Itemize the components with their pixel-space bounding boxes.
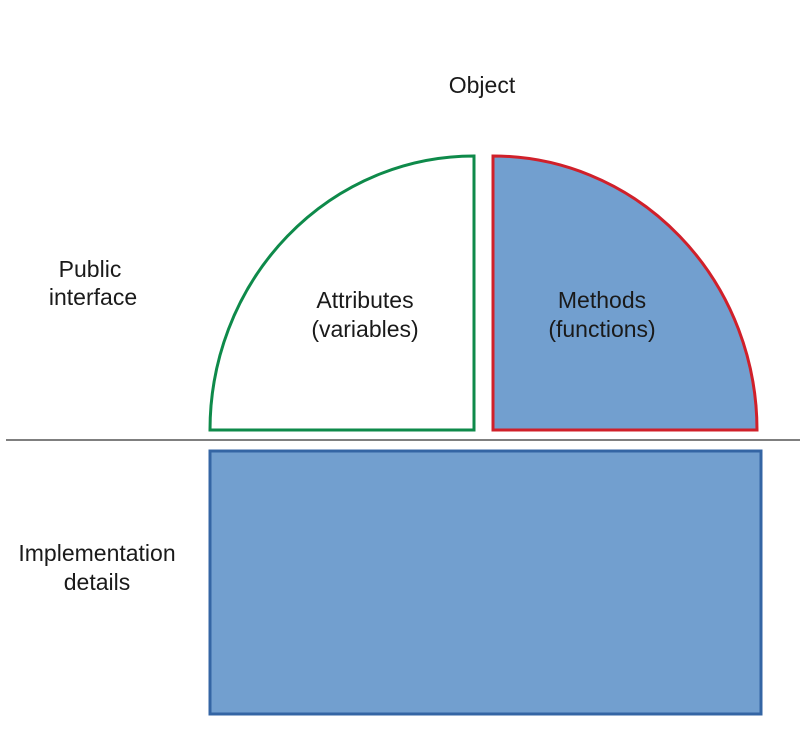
implementation-block — [208, 449, 763, 716]
public-interface-label-line2: interface — [49, 284, 137, 310]
public-interface-label-line1: Public — [59, 256, 122, 282]
implementation-details-label-line1: Implementation — [18, 540, 175, 566]
attributes-label-line1: Attributes — [316, 287, 413, 313]
methods-label-line1: Methods — [558, 287, 646, 313]
implementation-details-label-line2: details — [64, 569, 130, 595]
methods-label-line2: (functions) — [548, 316, 655, 342]
attributes-label-line2: (variables) — [311, 316, 418, 342]
methods-quadrant — [491, 154, 759, 432]
attributes-quadrant — [208, 154, 476, 432]
diagram-title: Object — [449, 72, 516, 98]
